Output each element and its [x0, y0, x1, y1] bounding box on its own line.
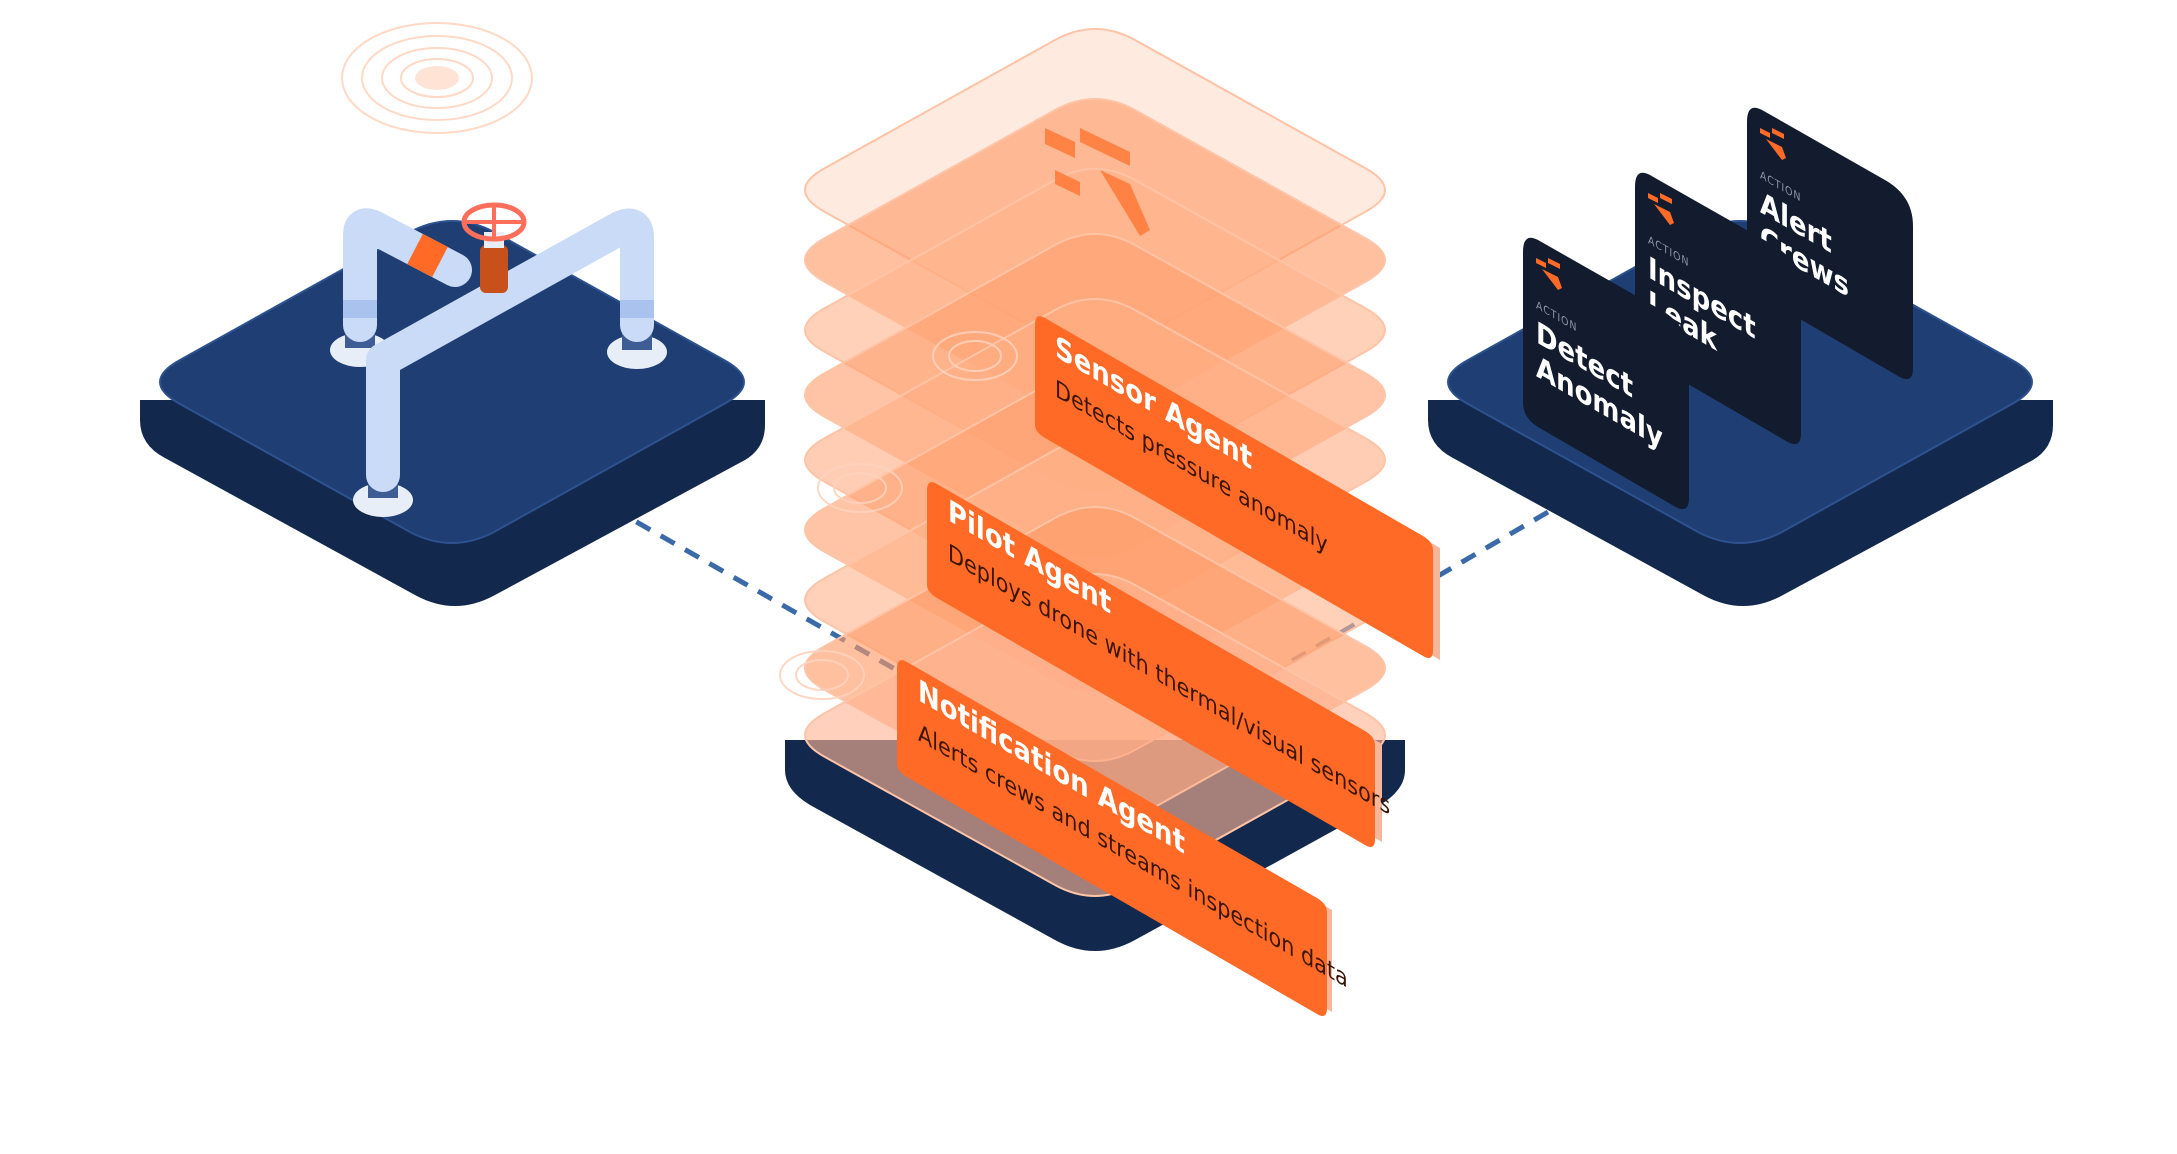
- pipeline-valve-icon: [330, 202, 667, 517]
- pipeline-platform: [140, 22, 765, 606]
- signal-ripple-icon: [779, 331, 1018, 700]
- logo-mark-icon: [1648, 193, 1674, 225]
- signal-ripple-icon: [341, 22, 533, 134]
- action-card-detect-anomaly[interactable]: ACTION Detect Anomaly: [1523, 237, 1689, 510]
- logo-mark-icon: [1045, 128, 1150, 236]
- logo-mark-icon: [1760, 128, 1786, 160]
- logo-mark-icon: [1536, 258, 1562, 290]
